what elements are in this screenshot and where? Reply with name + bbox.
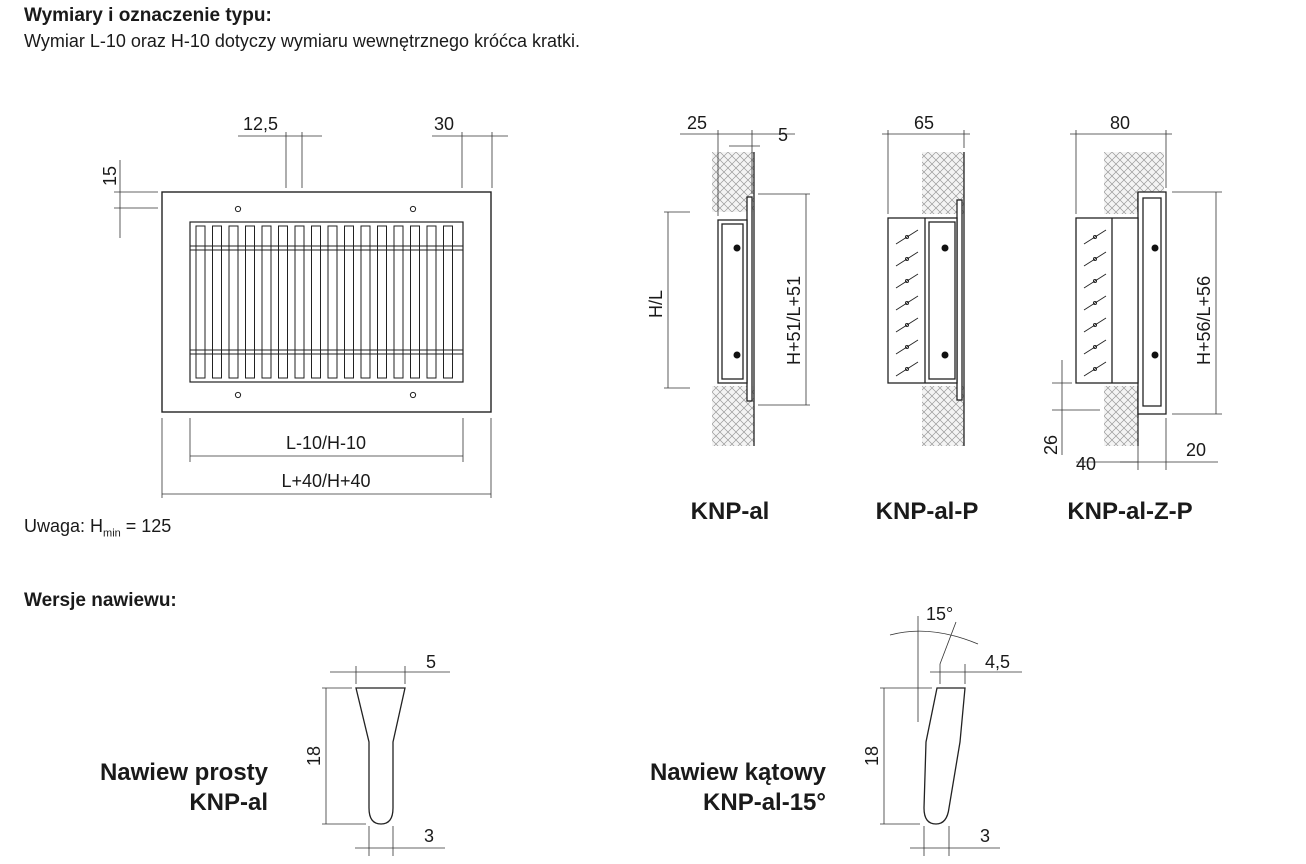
knp-al-dim-flange: 5	[778, 125, 788, 145]
blade-straight-dim-height: 18	[304, 746, 324, 766]
blade-angled-profile	[923, 687, 966, 825]
knp-al-dim-hl: H/L	[646, 290, 666, 318]
grille-slat	[426, 225, 437, 379]
louver-blade	[1083, 361, 1107, 377]
grille-slat	[393, 225, 404, 379]
blade-straight-label: Nawiew prosty KNP-al	[70, 758, 268, 818]
louver-blade	[895, 251, 919, 267]
grille-slat	[228, 225, 239, 379]
dimensions-note: Wymiar L-10 oraz H-10 dotyczy wymiaru we…	[24, 31, 581, 51]
hmin-note-suffix: = 125	[120, 516, 172, 536]
grille-slat	[245, 225, 255, 379]
blade-straight-label-line2: KNP-al	[189, 789, 268, 816]
louver-blade	[1083, 317, 1107, 333]
louver-blade	[1083, 295, 1107, 311]
louver-blade	[1083, 273, 1107, 289]
louver-pivot	[1092, 300, 1098, 306]
blade-angled-label-line1: Nawiew kątowy	[649, 759, 826, 786]
grille-slat	[377, 225, 387, 379]
blade-straight-dim-bottom: 3	[424, 826, 434, 846]
louver-pivot	[1092, 278, 1098, 284]
louver-pivot	[904, 278, 910, 284]
grille-slat	[278, 225, 288, 379]
front-dimension-lines	[114, 132, 508, 498]
louver-pivot	[904, 366, 910, 372]
louver-blade	[895, 273, 919, 289]
louver-pivot	[1092, 366, 1098, 372]
section-title-dimensions: Wymiary i oznaczenie typu:	[24, 5, 272, 26]
hmin-note-prefix: Uwaga: H	[24, 516, 104, 536]
knp-al-z-p-dim-height: H+56/L+56	[1194, 276, 1214, 365]
blade-angled-label: Nawiew kątowy KNP-al-15°	[600, 758, 826, 818]
louver-pivot	[904, 256, 910, 262]
louver-pivot	[1092, 256, 1098, 262]
louver-blade	[895, 295, 919, 311]
louver-pivot	[1092, 344, 1098, 350]
caption-knp-al: KNP-al	[690, 498, 770, 525]
knp-al-dim-depth: 25	[687, 113, 707, 133]
blade-straight-profile	[355, 687, 406, 825]
louver-blade	[895, 339, 919, 355]
louver-blade	[895, 229, 919, 245]
louver-blade	[895, 361, 919, 377]
grille-slat	[327, 225, 338, 379]
blade-angled-label-line2: KNP-al-15°	[703, 789, 826, 816]
grille-slat	[311, 225, 321, 379]
grille-slat	[195, 225, 206, 379]
blade-straight-dim-top: 5	[426, 652, 436, 672]
knp-al-z-p-section	[1075, 152, 1167, 446]
section-title-blade-versions: Wersje nawiewu:	[24, 590, 177, 611]
knp-al-section	[712, 152, 755, 446]
grille-slat	[344, 225, 354, 379]
blade-angled-dim-height: 18	[862, 746, 882, 766]
dim-inner: L-10/H-10	[286, 433, 366, 453]
louver-blade	[1083, 251, 1107, 267]
dim-outer: L+40/H+40	[281, 471, 370, 491]
dim-frame-right: 30	[434, 114, 454, 134]
caption-knp-al-z-p: KNP-al-Z-P	[1067, 498, 1193, 525]
grille-slat	[360, 225, 371, 379]
grille-slat	[410, 225, 420, 379]
louver-pivot	[904, 322, 910, 328]
caption-knp-al-p: KNP-al-P	[875, 498, 979, 525]
grille-slat	[212, 225, 222, 379]
louver-blade	[1083, 229, 1107, 245]
knp-al-p-section	[887, 152, 965, 446]
blade-angled-dim-top: 4,5	[985, 652, 1010, 672]
grille-slat	[261, 225, 272, 379]
grille-slat	[443, 225, 453, 379]
louver-blade	[1083, 339, 1107, 355]
hmin-note-sub: min	[103, 527, 121, 540]
knp-al-p-dim-depth: 65	[914, 113, 934, 133]
louver-pivot	[904, 344, 910, 350]
knp-al-z-p-dim-depth: 80	[1110, 113, 1130, 133]
louver-pivot	[904, 234, 910, 240]
dim-slat-gap: 12,5	[243, 114, 278, 134]
knp-al-z-p-dim-26: 26	[1041, 435, 1061, 455]
louver-pivot	[1092, 322, 1098, 328]
knp-al-dim-height: H+51/L+51	[784, 276, 804, 365]
blade-straight-label-line1: Nawiew prosty	[99, 759, 268, 786]
louver-pivot	[1092, 234, 1098, 240]
louver-pivot	[904, 300, 910, 306]
hmin-note: Uwaga: Hmin = 125	[24, 516, 171, 540]
knp-al-z-p-dim-40: 40	[1076, 454, 1096, 474]
grille-slat	[294, 225, 305, 379]
blade-angled-dim-bottom: 3	[980, 826, 990, 846]
louver-blade	[895, 317, 919, 333]
grille-front-view	[161, 191, 492, 413]
blade-angled-dim-angle: 15°	[926, 604, 953, 624]
dim-frame-top: 15	[100, 166, 120, 186]
knp-al-z-p-dim-20: 20	[1186, 440, 1206, 460]
